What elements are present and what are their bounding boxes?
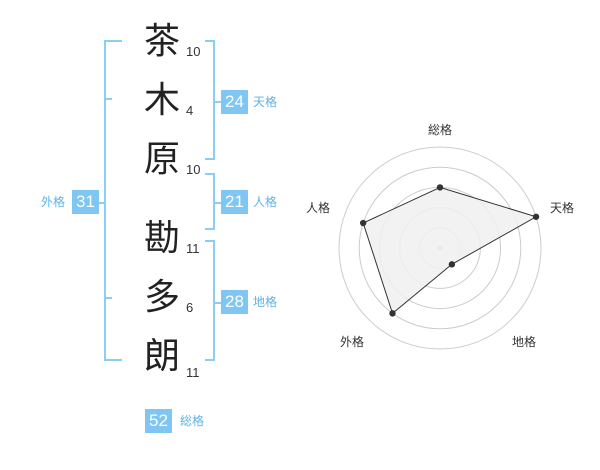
- jinkaku-badge: 21: [221, 190, 248, 214]
- stroke-count-5: 6: [186, 300, 194, 315]
- radar-point-3: [448, 261, 456, 268]
- radar-axis-label-5: 人格: [306, 200, 330, 215]
- radar-point-4: [389, 310, 396, 317]
- name-char-3: 原: [143, 139, 180, 180]
- chikaku-connector: [213, 302, 222, 304]
- gaikaku-badge: 31: [72, 190, 99, 214]
- tenkaku-bracket-bottom: [205, 158, 215, 160]
- gaikaku-bracket-tick-1: [104, 98, 112, 100]
- radar-point-1: [436, 184, 444, 191]
- tenkaku-connector: [213, 101, 222, 103]
- soukaku-label: 総格: [180, 414, 205, 428]
- name-char-5: 多: [143, 277, 180, 318]
- tenkaku-badge: 24: [221, 90, 248, 114]
- radar-axis-label-2: 天格: [550, 200, 574, 215]
- jinkaku-connector: [213, 202, 222, 204]
- stroke-count-2: 4: [186, 103, 194, 118]
- name-char-4: 勘: [143, 218, 180, 259]
- chikaku-bracket-bottom: [205, 359, 215, 361]
- radar-ring-5: [338, 146, 542, 350]
- gaikaku-bracket-top: [104, 40, 122, 42]
- radar-axis-label-4: 外格: [340, 334, 364, 349]
- radar-area: [362, 186, 538, 315]
- name-char-1: 茶: [143, 21, 180, 62]
- name-char-2: 木: [143, 80, 180, 121]
- gaikaku-bracket-bottom: [104, 359, 122, 361]
- gaikaku-bracket-vertical: [104, 40, 106, 361]
- jinkaku-label: 人格: [253, 195, 278, 209]
- stroke-count-6: 11: [186, 365, 200, 380]
- radar-points: [359, 184, 540, 317]
- gaikaku-label: 外格: [41, 195, 66, 209]
- chikaku-badge: 28: [221, 290, 248, 314]
- soukaku-badge: 52: [145, 409, 172, 433]
- jinkaku-bracket-bottom: [205, 228, 215, 230]
- tenkaku-bracket-vertical: [213, 40, 215, 160]
- chikaku-label: 地格: [253, 295, 278, 309]
- stroke-count-1: 10: [186, 44, 201, 59]
- radar-ring-4: [358, 166, 522, 330]
- chikaku-bracket-vertical: [213, 240, 215, 361]
- stroke-count-3: 10: [186, 162, 201, 177]
- tenkaku-bracket-top: [205, 40, 215, 42]
- chikaku-bracket-top: [205, 240, 215, 242]
- gaikaku-bracket-tick-2: [104, 297, 112, 299]
- gaikaku-connector: [98, 202, 105, 204]
- stroke-count-4: 11: [186, 241, 200, 256]
- tenkaku-label: 天格: [253, 95, 278, 109]
- radar-axis-label-1: 総格: [428, 122, 452, 137]
- radar-point-2: [532, 213, 540, 220]
- radar-axis-label-3: 地格: [512, 334, 536, 349]
- radar-point-5: [359, 219, 367, 227]
- jinkaku-bracket-top: [205, 173, 215, 175]
- name-char-6: 朗: [143, 336, 180, 377]
- jinkaku-bracket-vertical: [213, 173, 215, 230]
